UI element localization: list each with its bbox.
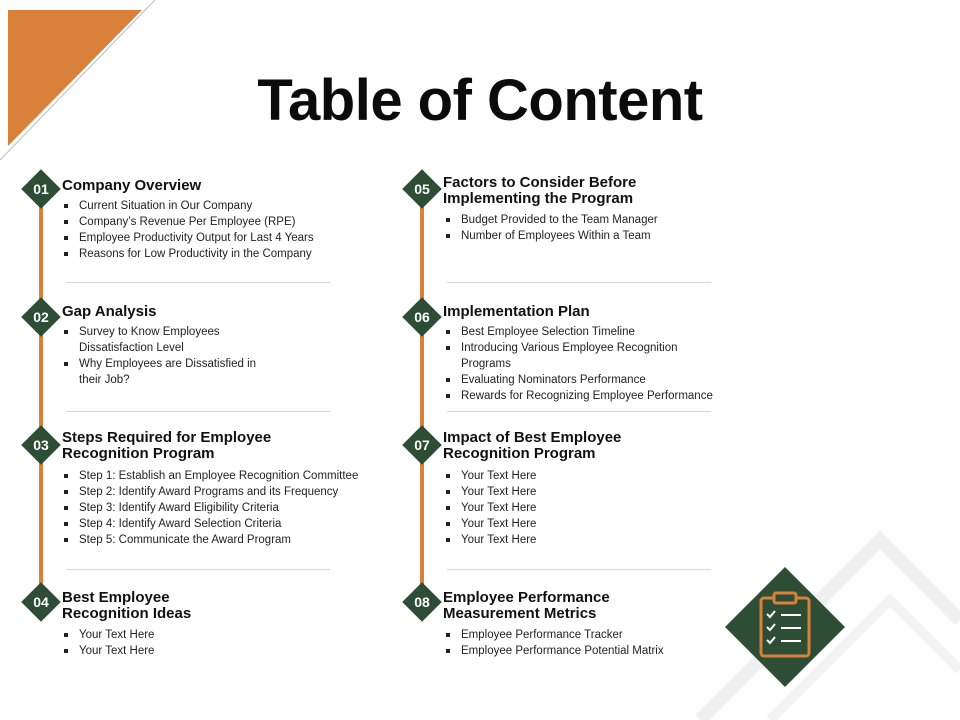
list-item: Reasons for Low Productivity in the Comp… xyxy=(62,246,402,262)
list-item: Your Text Here xyxy=(62,643,362,659)
section-divider xyxy=(447,411,711,412)
corner-triangle xyxy=(0,0,156,161)
list-item: Your Text Here xyxy=(444,532,744,548)
list-item: Step 1: Establish an Employee Recognitio… xyxy=(62,468,407,484)
list-item: Employee Productivity Output for Last 4 … xyxy=(62,230,402,246)
list-item: Introducing Various Employee Recognition… xyxy=(444,340,721,372)
section-bullet-list: Best Employee Selection Timeline Introdu… xyxy=(444,324,749,404)
section-badge: 06 xyxy=(402,297,442,337)
section-divider xyxy=(447,569,711,570)
list-item: Your Text Here xyxy=(444,516,744,532)
list-item: Step 5: Communicate the Award Program xyxy=(62,532,407,548)
list-item: Your Text Here xyxy=(444,500,744,516)
list-item: Employee Performance Tracker xyxy=(444,627,744,643)
timeline-line-right xyxy=(420,200,424,600)
page-title: Table of Content xyxy=(257,67,703,133)
section-badge: 04 xyxy=(21,582,61,622)
section-title: Gap Analysis xyxy=(62,303,157,320)
list-item: Budget Provided to the Team Manager xyxy=(444,212,764,228)
section-divider xyxy=(447,282,711,283)
section-title: Impact of Best Employee Recognition Prog… xyxy=(443,429,622,462)
timeline-line-left xyxy=(39,200,43,600)
section-title: Implementation Plan xyxy=(443,303,590,320)
list-item: Your Text Here xyxy=(62,627,362,643)
list-item: Rewards for Recognizing Employee Perform… xyxy=(444,388,749,404)
section-divider xyxy=(66,282,330,283)
list-item: Your Text Here xyxy=(444,484,744,500)
section-badge: 01 xyxy=(21,169,61,209)
section-bullet-list: Your Text Here Your Text Here Your Text … xyxy=(444,468,744,548)
section-badge: 05 xyxy=(402,169,442,209)
section-bullet-list: Step 1: Establish an Employee Recognitio… xyxy=(62,468,407,548)
section-badge: 07 xyxy=(402,425,442,465)
section-badge: 02 xyxy=(21,297,61,337)
list-item: Step 4: Identify Award Selection Criteri… xyxy=(62,516,407,532)
section-title: Steps Required for Employee Recognition … xyxy=(62,429,272,462)
list-item: Evaluating Nominators Performance xyxy=(444,372,749,388)
section-title: Company Overview xyxy=(62,177,202,194)
section-title: Best Employee Recognition Ideas xyxy=(62,589,192,622)
list-item: Company’s Revenue Per Employee (RPE) xyxy=(62,214,402,230)
list-item: Step 3: Identify Award Eligibility Crite… xyxy=(62,500,407,516)
list-item: Number of Employees Within a Team xyxy=(444,228,764,244)
section-bullet-list: Employee Performance Tracker Employee Pe… xyxy=(444,627,744,659)
section-badge: 03 xyxy=(21,425,61,465)
section-bullet-list: Survey to Know Employees Dissatisfaction… xyxy=(62,324,267,388)
list-item: Employee Performance Potential Matrix xyxy=(444,643,744,659)
section-bullet-list: Budget Provided to the Team Manager Numb… xyxy=(444,212,764,244)
list-item: Your Text Here xyxy=(444,468,744,484)
list-item: Best Employee Selection Timeline xyxy=(444,324,749,340)
list-item: Current Situation in Our Company xyxy=(62,198,402,214)
section-divider xyxy=(66,569,330,570)
section-bullet-list: Current Situation in Our Company Company… xyxy=(62,198,402,262)
section-title: Factors to Consider Before Implementing … xyxy=(443,174,637,207)
section-bullet-list: Your Text Here Your Text Here xyxy=(62,627,362,659)
list-item: Why Employees are Dissatisfied in their … xyxy=(62,356,267,388)
list-item: Survey to Know Employees Dissatisfaction… xyxy=(62,324,267,356)
section-divider xyxy=(66,411,330,412)
section-badge: 08 xyxy=(402,582,442,622)
section-title: Employee Performance Measurement Metrics xyxy=(443,589,610,622)
clipboard-checklist-icon xyxy=(725,567,845,687)
list-item: Step 2: Identify Award Programs and its … xyxy=(62,484,407,500)
